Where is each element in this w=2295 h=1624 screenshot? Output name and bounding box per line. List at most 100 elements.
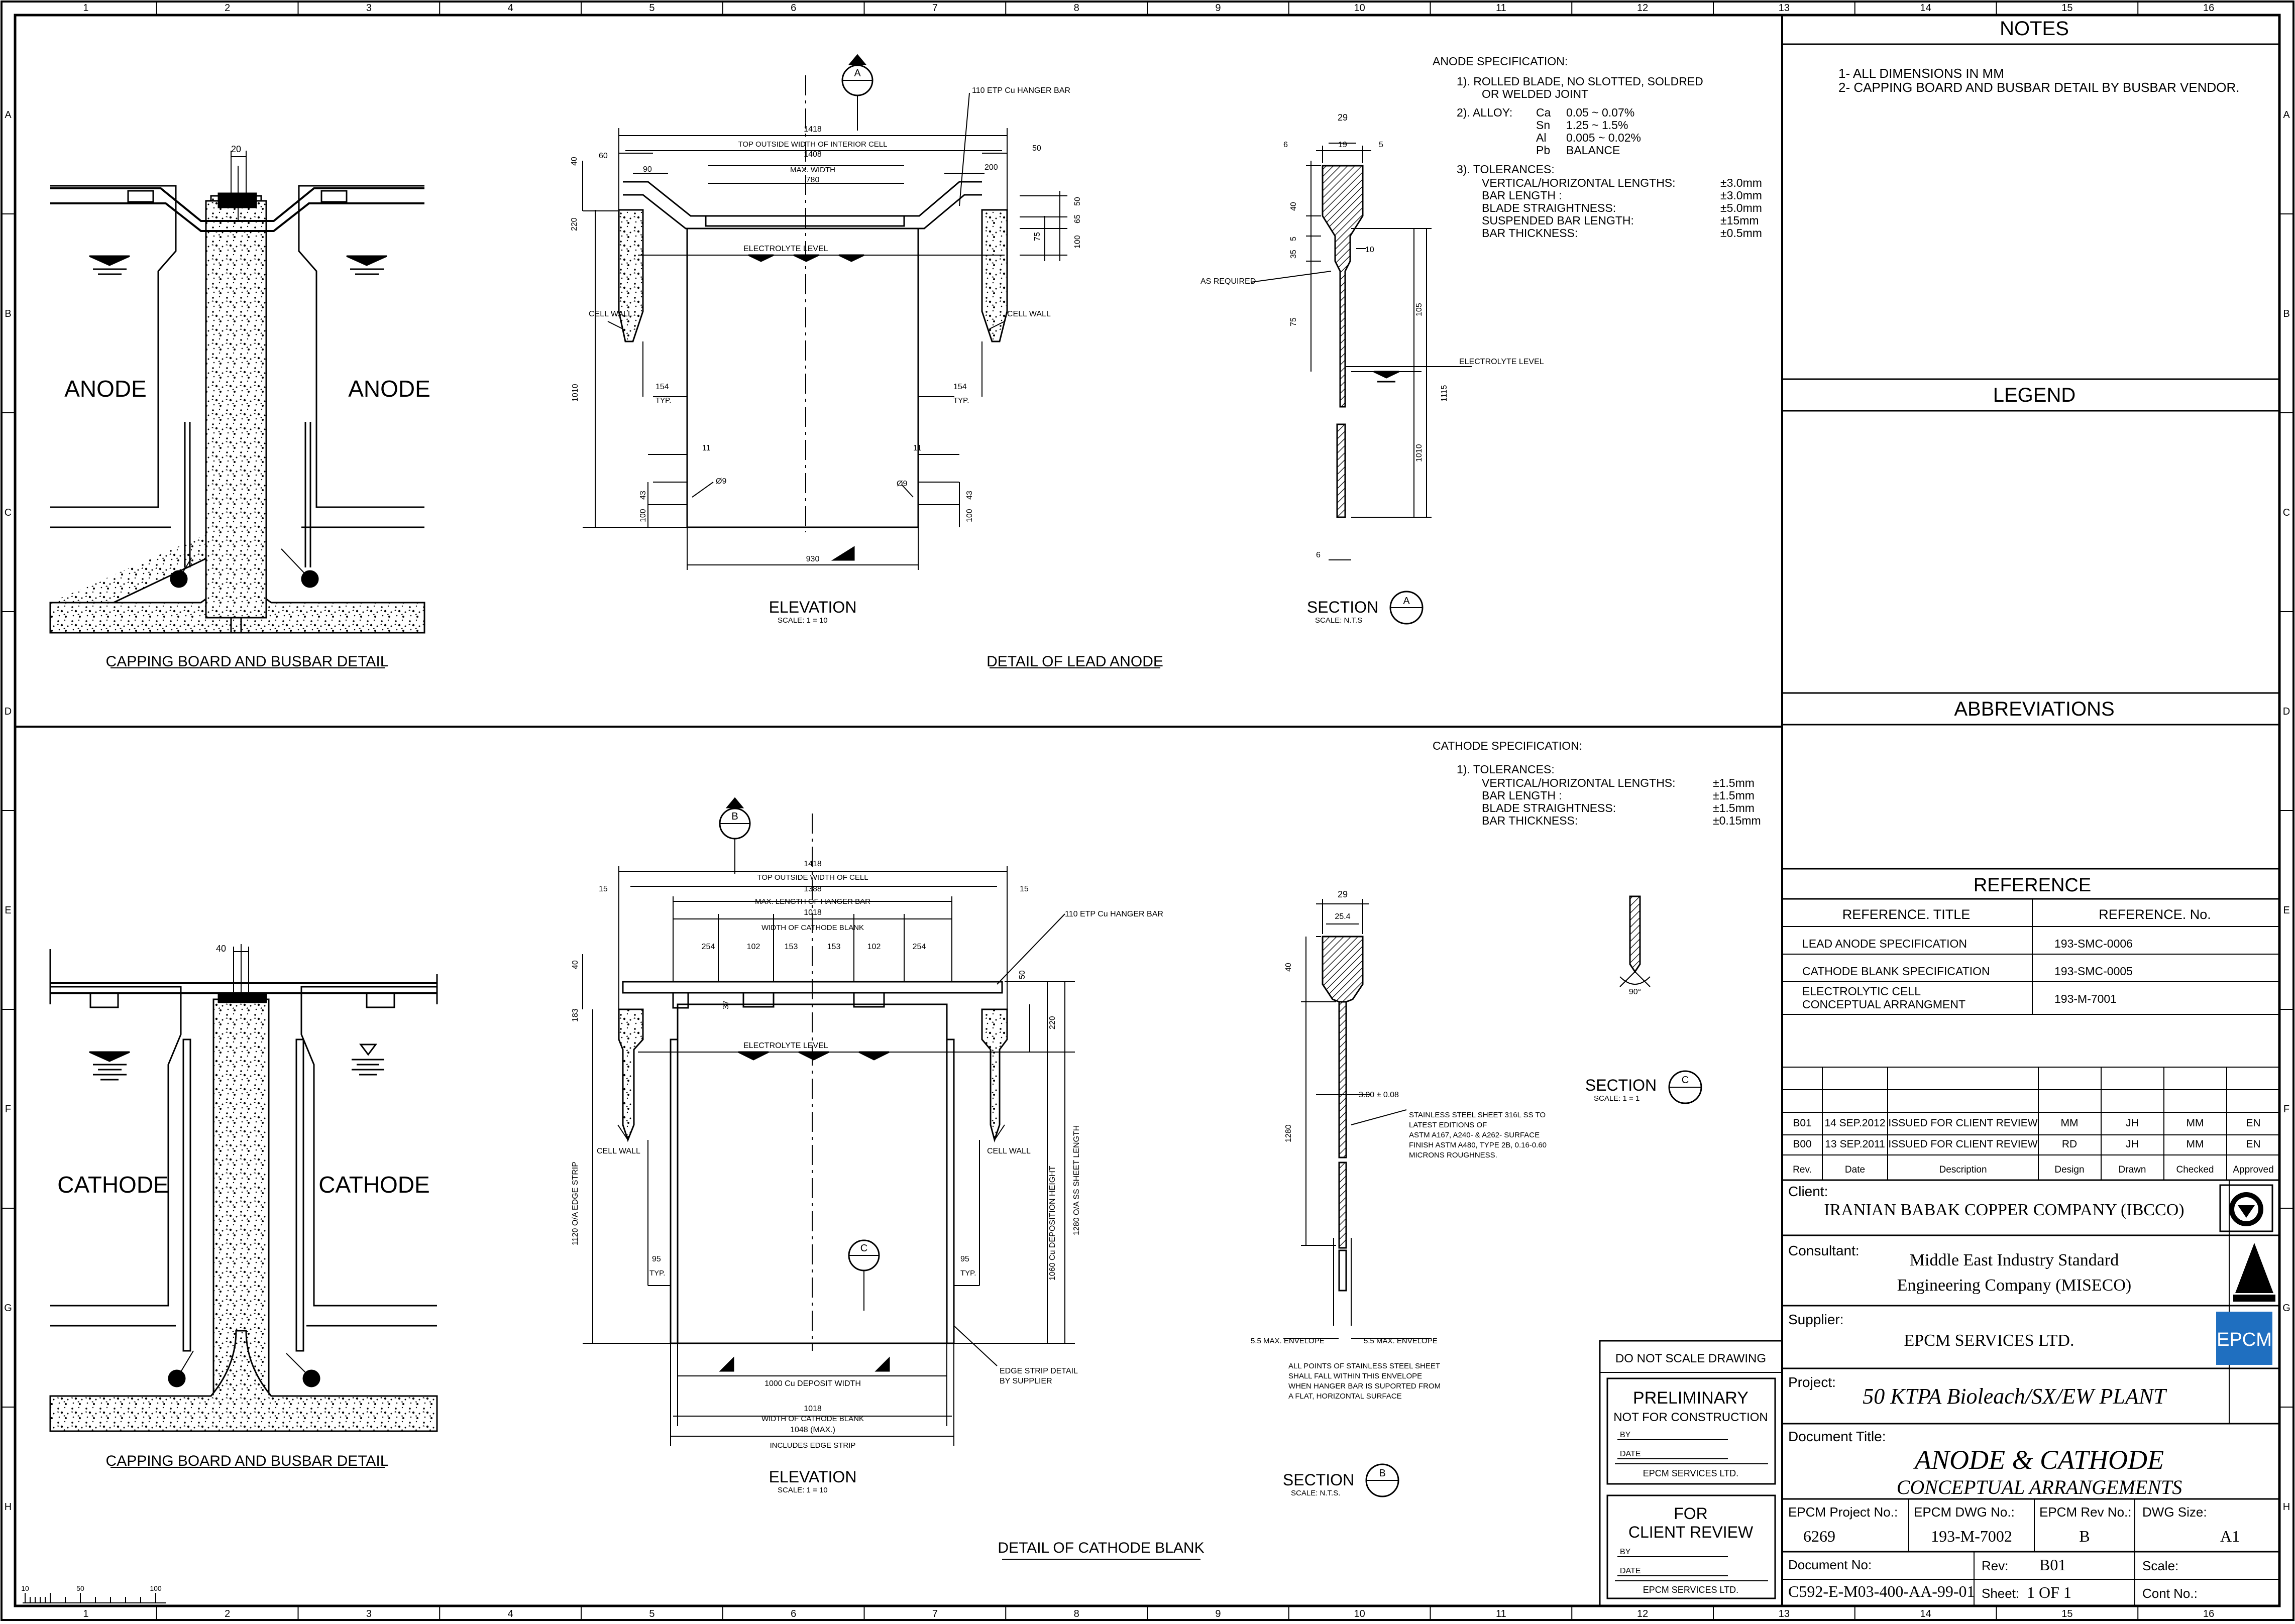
revision-header: Drawn [2119,1165,2146,1175]
grid-column-label: 7 [932,3,938,14]
svg-text:WHEN HANGER BAR IS SUPORTED FR: WHEN HANGER BAR IS SUPORTED FROM [1288,1382,1441,1390]
project-no-label: EPCM Project No.: [1788,1504,1898,1520]
svg-text:1408: 1408 [804,150,822,159]
revision-cell: EN [2246,1117,2260,1129]
svg-text:A FLAT, HORIZONTAL SURFACE: A FLAT, HORIZONTAL SURFACE [1288,1392,1402,1401]
svg-text:TYP.: TYP. [649,1269,665,1278]
reference-row-no: 193-M-7001 [2054,992,2117,1005]
grid-column-label: 1 [83,1608,88,1619]
svg-text:95: 95 [652,1255,661,1263]
reference-col-title: REFERENCE. TITLE [1842,907,1971,922]
svg-text:15: 15 [599,885,608,893]
grid-row-label: G [4,1303,12,1314]
revision-cell: JH [2126,1117,2139,1129]
supplier-label: Supplier: [1788,1312,1844,1327]
cathode-right-label: CATHODE [318,1172,430,1198]
svg-text:50: 50 [1032,144,1041,153]
svg-text:200: 200 [985,163,998,172]
grid-row-label: F [2283,1104,2289,1115]
svg-text:40: 40 [570,157,579,166]
svg-text:TOP OUTSIDE WIDTH OF INTERIOR: TOP OUTSIDE WIDTH OF INTERIOR CELL [738,140,888,149]
stamp-date: DATE [1620,1450,1641,1458]
svg-text:11: 11 [913,444,922,452]
svg-text:75: 75 [1289,317,1298,326]
reference-table [1782,868,2279,1015]
svg-text:100: 100 [639,509,647,522]
svg-text:SHALL FALL WITHIN THIS ENVELOP: SHALL FALL WITHIN THIS ENVELOPE [1288,1372,1422,1380]
revision-cell: MM [2187,1117,2204,1129]
revision-cell: ISSUED FOR CLIENT REVIEW [1888,1138,2037,1150]
svg-text:SECTION: SECTION [1283,1471,1354,1489]
svg-text:37: 37 [722,1000,730,1009]
svg-text:WIDTH OF CATHODE BLANK: WIDTH OF CATHODE BLANK [761,923,864,932]
svg-text:Ø9: Ø9 [716,477,726,486]
review-title-line1: FOR [1674,1504,1708,1523]
grid-row-label: C [2283,507,2290,518]
abbreviations-panel: ABBREVIATIONS [1782,692,2279,726]
svg-text:WIDTH OF CATHODE BLANK: WIDTH OF CATHODE BLANK [761,1415,864,1423]
preliminary-subtitle: NOT FOR CONSTRUCTION [1613,1411,1768,1424]
rev-value: B01 [2039,1556,2066,1574]
svg-text:29: 29 [1338,889,1348,899]
reference-row-title: CONCEPTUAL ARRANGMENT [1802,998,1965,1011]
cathode-specification: CATHODE SPECIFICATION: 1). TOLERANCES: V… [1433,739,1761,827]
svg-text:90°: 90° [1629,988,1641,996]
revision-cell: RD [2062,1138,2077,1150]
grid-column-label: 8 [1074,3,1079,14]
scale-bar [23,1593,166,1603]
svg-text:105: 105 [1415,303,1424,316]
svg-text:Ca: Ca [1536,106,1551,119]
svg-text:±1.5mm: ±1.5mm [1713,801,1755,815]
grid-column-label: 6 [791,1608,796,1619]
grid-row-label: B [2283,308,2289,319]
anode-capping-detail [49,151,425,668]
cathode-capping-detail [49,944,438,1468]
svg-text:1115: 1115 [1440,385,1449,402]
svg-text:90: 90 [643,165,652,174]
svg-text:43: 43 [965,491,974,500]
svg-text:154: 154 [655,383,669,391]
svg-text:SCALE: 1 = 1: SCALE: 1 = 1 [1594,1094,1640,1103]
svg-text:254: 254 [702,943,715,951]
legend-title: LEGEND [1993,384,2076,406]
svg-text:STAINLESS STEEL SHEET 316L SS: STAINLESS STEEL SHEET 316L SS TO [1409,1111,1546,1119]
svg-text:EPCM: EPCM [2217,1329,2272,1350]
grid-column-label: 8 [1074,1608,1079,1619]
svg-text:MAX. LENGTH OF HANGER BAR: MAX. LENGTH OF HANGER BAR [755,897,870,906]
svg-text:TOP OUTSIDE WIDTH OF CELL: TOP OUTSIDE WIDTH OF CELL [757,873,868,882]
epcm-logo: EPCM [2216,1312,2272,1365]
svg-text:25.4: 25.4 [1335,912,1350,921]
notes-panel: NOTES 1- ALL DIMENSIONS IN MM 2- CAPPING… [1782,18,2279,95]
svg-text:220: 220 [1048,1016,1057,1029]
svg-text:220: 220 [570,217,579,231]
cathode-detail-title: DETAIL OF CATHODE BLANK [998,1540,1204,1556]
reference-title: REFERENCE [1974,875,2091,896]
svg-text:40: 40 [1284,963,1293,972]
document-title-label: Document Title: [1788,1429,1886,1444]
consultant-logo [2233,1243,2275,1302]
grid-row-label: E [5,905,11,916]
svg-text:6: 6 [1283,141,1288,149]
svg-text:±3.0mm: ±3.0mm [1720,189,1762,202]
cathode-section-b [1283,899,1432,1497]
svg-text:5.5 MAX. ENVELOPE: 5.5 MAX. ENVELOPE [1364,1337,1438,1345]
svg-text:ELEVATION: ELEVATION [769,1468,857,1486]
svg-text:B: B [1379,1468,1385,1479]
svg-text:±0.15mm: ±0.15mm [1713,814,1761,827]
project-no: 6269 [1803,1527,1835,1545]
svg-text:1010: 1010 [571,384,580,402]
svg-text:110 ETP Cu HANGER BAR: 110 ETP Cu HANGER BAR [972,86,1070,95]
grid-column-label: 12 [1637,3,1648,14]
grid-row-label: E [2283,905,2289,916]
grid-row-label: D [2283,706,2290,717]
grid-column-label: 11 [1496,3,1506,14]
svg-text:±0.5mm: ±0.5mm [1720,226,1762,240]
grid-column-label: 16 [2203,1608,2214,1619]
svg-text:1.25 ~ 1.5%: 1.25 ~ 1.5% [1566,119,1628,132]
svg-text:110 ETP Cu HANGER BAR: 110 ETP Cu HANGER BAR [1065,910,1163,918]
revision-cell: EN [2246,1138,2260,1150]
document-no: C592-E-M03-400-AA-99-01 [1788,1582,1975,1600]
revision-cell: JH [2126,1138,2139,1150]
